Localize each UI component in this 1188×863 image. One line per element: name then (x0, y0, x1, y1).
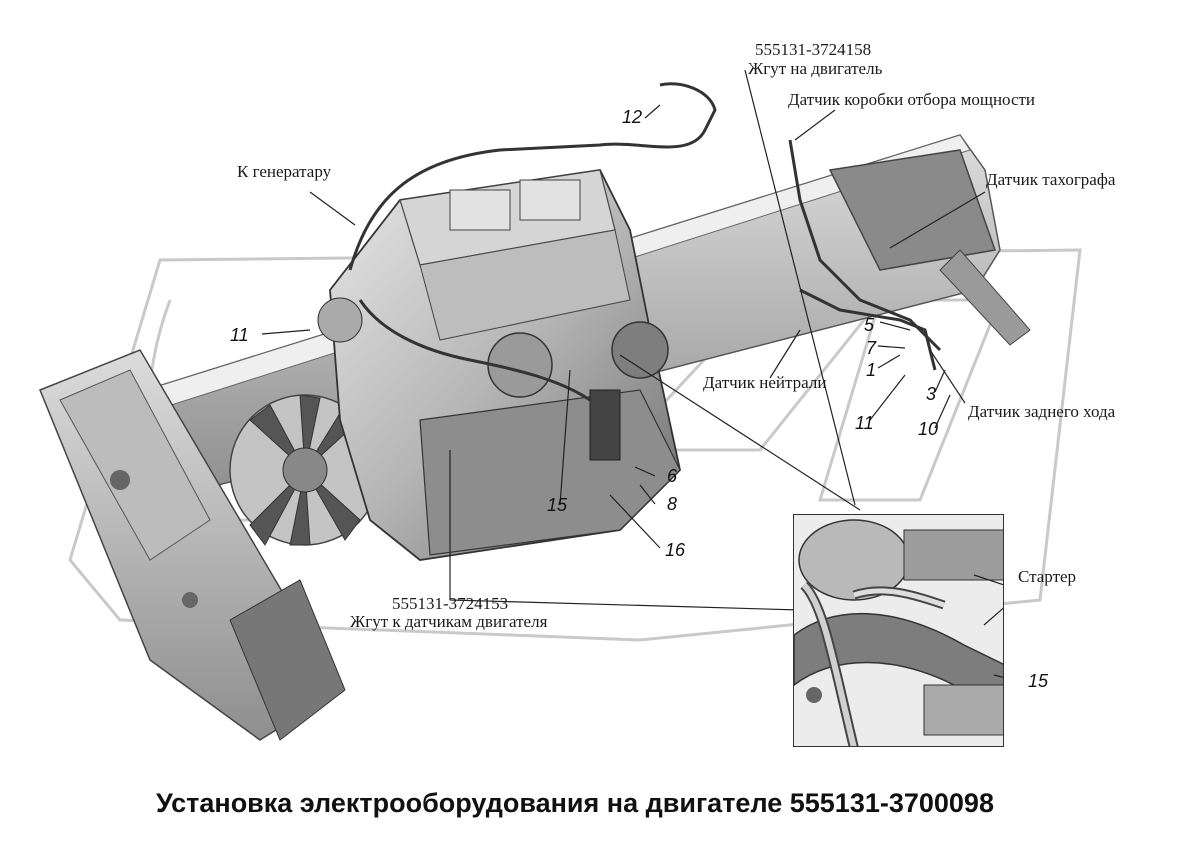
callout-8: 8 (667, 494, 678, 514)
callout-10: 10 (918, 419, 939, 439)
engine-block (317, 169, 681, 561)
callout-11-left: 11 (230, 325, 249, 345)
harness-lines (348, 82, 942, 402)
callout-11-right: 11 (855, 413, 874, 433)
tacho-sensor-label: Датчик тахографа (986, 170, 1116, 189)
starter-detail-drawing (794, 515, 1003, 746)
pto-sensor-label: Датчик коробки отбора мощности (788, 90, 1036, 109)
diagram-title: Установка электрооборудования на двигате… (156, 788, 994, 818)
callout-15-inset: 15 (1028, 671, 1049, 691)
callout-15: 15 (547, 495, 568, 515)
harness-sensors-code: 555131-3724153 (392, 594, 509, 613)
callout-3: 3 (926, 384, 937, 404)
starter-detail-inset (793, 514, 1004, 747)
harness-engine-name: Жгут на двигатель (748, 59, 883, 78)
reverse-sensor-label: Датчик заднего хода (968, 402, 1116, 421)
harness-sensors-name: Жгут к датчикам двигателя (350, 612, 548, 631)
callout-12: 12 (622, 107, 643, 127)
callout-6: 6 (667, 466, 678, 486)
starter-label: Стартер (1018, 567, 1077, 586)
callout-16: 16 (665, 540, 686, 560)
leader-lines (261, 69, 986, 611)
to-generator-label: К генератару (237, 162, 332, 181)
callout-1: 1 (866, 360, 877, 380)
callout-7: 7 (866, 338, 877, 358)
callout-5: 5 (864, 315, 875, 335)
engine-fan (229, 394, 381, 546)
harness-engine-code: 555131-3724158 (755, 40, 872, 59)
neutral-sensor-label: Датчик нейтрали (703, 373, 827, 392)
